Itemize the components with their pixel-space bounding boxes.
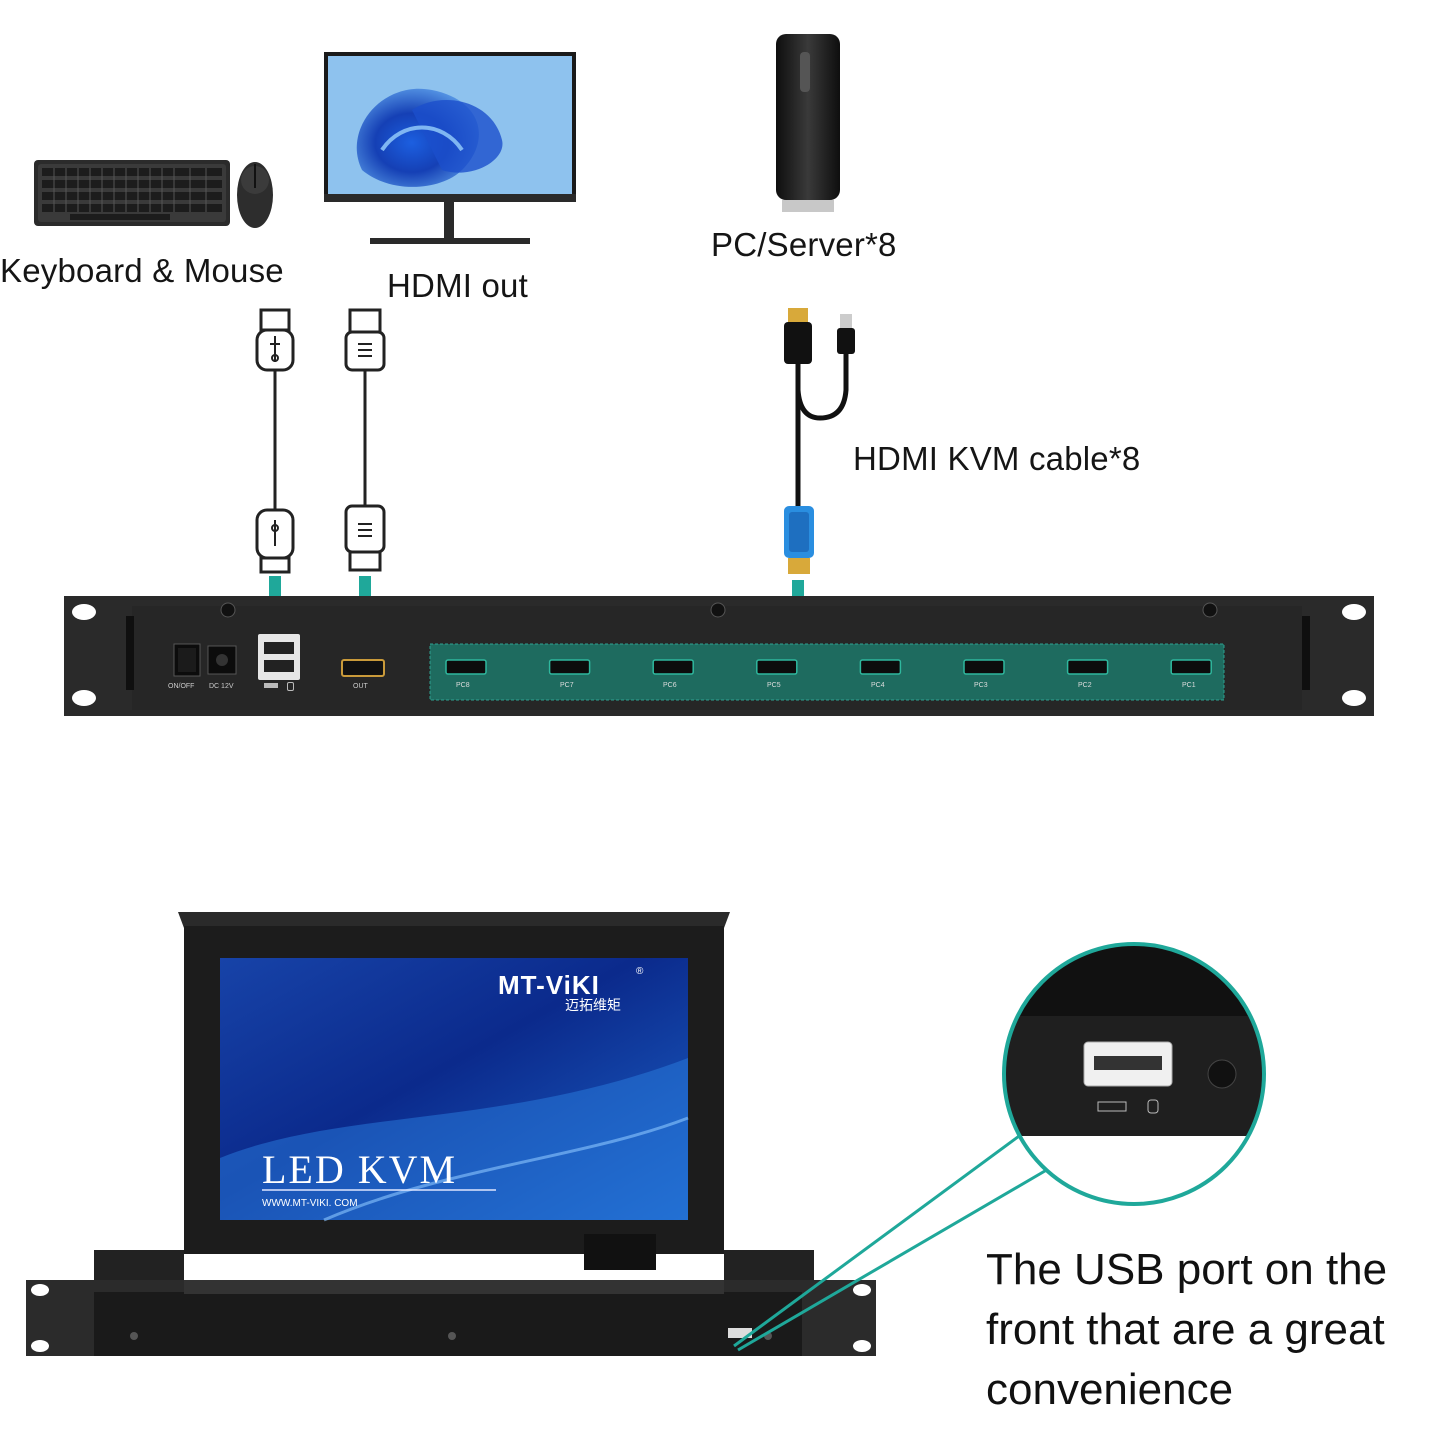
zoom-callout	[733, 942, 1266, 1352]
keyboard-icon	[264, 683, 278, 688]
hdmi-port-pc6	[652, 659, 694, 675]
mouse-icon	[287, 682, 294, 691]
hdmi-out-port-label: OUT	[353, 683, 368, 690]
port-label-pc5: PC5	[767, 682, 781, 689]
registered-mark: ®	[636, 966, 644, 977]
hdmi-port-pc1	[1170, 659, 1212, 675]
pc-server-image	[776, 34, 840, 212]
kvm-cable-label: HDMI KVM cable*8	[853, 440, 1141, 477]
usb-front-callout: The USB port on the front that are a gre…	[986, 1240, 1426, 1420]
port-label-pc6: PC6	[663, 682, 677, 689]
screen-url: WWW.MT-VIKI. COM	[262, 1198, 358, 1209]
hdmi-cable	[344, 308, 386, 572]
port-label-pc8: PC8	[456, 682, 470, 689]
usb-symbol-icon	[270, 336, 280, 546]
keyboard-mouse-image	[34, 160, 273, 228]
hdmi-kvm-cable	[784, 308, 855, 574]
hdmi-port-pc2	[1066, 659, 1109, 675]
screen-title: LED KVM	[262, 1147, 458, 1192]
port-labels-row: PC8 PC7 PC6 PC5 PC4 PC3 PC2 PC1	[430, 682, 1224, 692]
hdmi-port-pc5	[756, 659, 798, 675]
callout-line-1: The USB port on the	[986, 1245, 1388, 1294]
usb-cable	[255, 308, 295, 574]
hdmi-port-pc4	[859, 659, 902, 675]
callout-line-2: front that are a great	[986, 1305, 1385, 1354]
callout-line-3: convenience	[986, 1365, 1234, 1414]
port-label-pc2: PC2	[1078, 682, 1092, 689]
power-label: ON/OFF	[168, 683, 195, 690]
hdmi-port-pc8	[445, 659, 487, 675]
port-label-pc7: PC7	[560, 682, 574, 689]
hdmi-port-pc7	[548, 659, 591, 675]
dc-label: DC 12V	[209, 683, 234, 690]
cables-diagram	[255, 308, 855, 632]
kvm-rear-panel	[64, 596, 1374, 716]
port-label-pc4: PC4	[871, 682, 885, 689]
monitor-image	[324, 52, 576, 244]
port-label-pc1: PC1	[1182, 682, 1196, 689]
front-usb-port	[728, 1328, 752, 1338]
usb-ports	[258, 634, 300, 680]
port-label-pc3: PC3	[974, 682, 988, 689]
brand-logo: MT-ViKI	[498, 970, 600, 1000]
brand-logo-cn: 迈拓维矩	[565, 997, 621, 1013]
hdmi-out-label: HDMI out	[387, 267, 528, 304]
pc-server-label: PC/Server*8	[711, 226, 897, 263]
kvm-console-image	[26, 912, 876, 1356]
keyboard-mouse-label: Keyboard & Mouse	[0, 252, 284, 289]
hdmi-out-port	[341, 659, 385, 677]
hdmi-port-pc3	[963, 659, 1005, 675]
